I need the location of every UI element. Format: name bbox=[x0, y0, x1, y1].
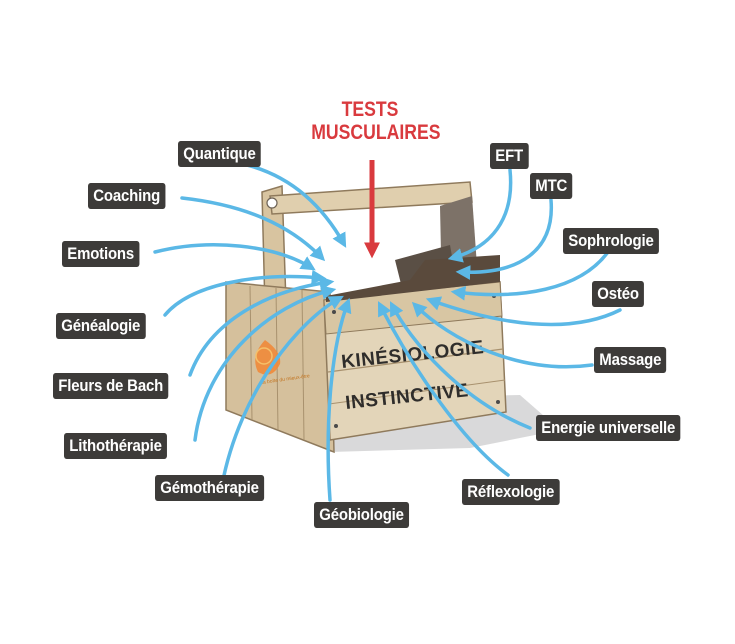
arrow-quantique bbox=[241, 162, 347, 248]
title-tests-musculaires: TESTS MUSCULAIRES bbox=[311, 98, 441, 144]
arrow-genealogie bbox=[163, 269, 327, 317]
arrow-geobiologie bbox=[326, 297, 352, 502]
label-massage: Massage bbox=[594, 347, 667, 373]
arrow-coaching bbox=[180, 196, 326, 262]
arrows-group bbox=[153, 162, 622, 502]
label-osteo: Ostéo bbox=[592, 281, 645, 307]
box-left-side: la boîte du mieux-être bbox=[225, 281, 335, 454]
label-geobiologie: Géobiologie bbox=[314, 502, 410, 528]
label-mtc: MTC bbox=[530, 173, 573, 199]
label-sophrologie: Sophrologie bbox=[563, 228, 659, 254]
label-coaching: Coaching bbox=[88, 183, 166, 209]
title-line-1: TESTS bbox=[341, 98, 399, 121]
label-emotions: Emotions bbox=[62, 241, 140, 267]
arrow-massage bbox=[411, 301, 594, 369]
arrow-fleurs-de-bach bbox=[188, 276, 335, 377]
label-genealogie: Généalogie bbox=[56, 313, 146, 339]
arrow-osteo bbox=[425, 296, 622, 327]
label-reflexologie: Réflexologie bbox=[462, 479, 560, 505]
label-gemotherapie: Gémothérapie bbox=[155, 475, 265, 501]
arrow-lithotherapie bbox=[193, 285, 337, 442]
label-quantique: Quantique bbox=[178, 141, 261, 167]
arrow-sophrologie bbox=[450, 250, 610, 301]
arrow-emotions bbox=[153, 243, 316, 271]
label-eft: EFT bbox=[490, 143, 529, 169]
label-lithotherapie: Lithothérapie bbox=[64, 433, 168, 459]
arrow-eft bbox=[447, 168, 513, 263]
label-fleurs-de-bach: Fleurs de Bach bbox=[53, 373, 169, 399]
label-energie-universelle: Energie universelle bbox=[536, 415, 681, 441]
arrow-energie-universelle bbox=[389, 301, 532, 430]
arrow-reflexologie bbox=[377, 301, 510, 477]
arrow-mtc bbox=[455, 198, 553, 280]
arrow-gemotherapie bbox=[220, 295, 344, 487]
title-line-2: MUSCULAIRES bbox=[311, 121, 441, 144]
